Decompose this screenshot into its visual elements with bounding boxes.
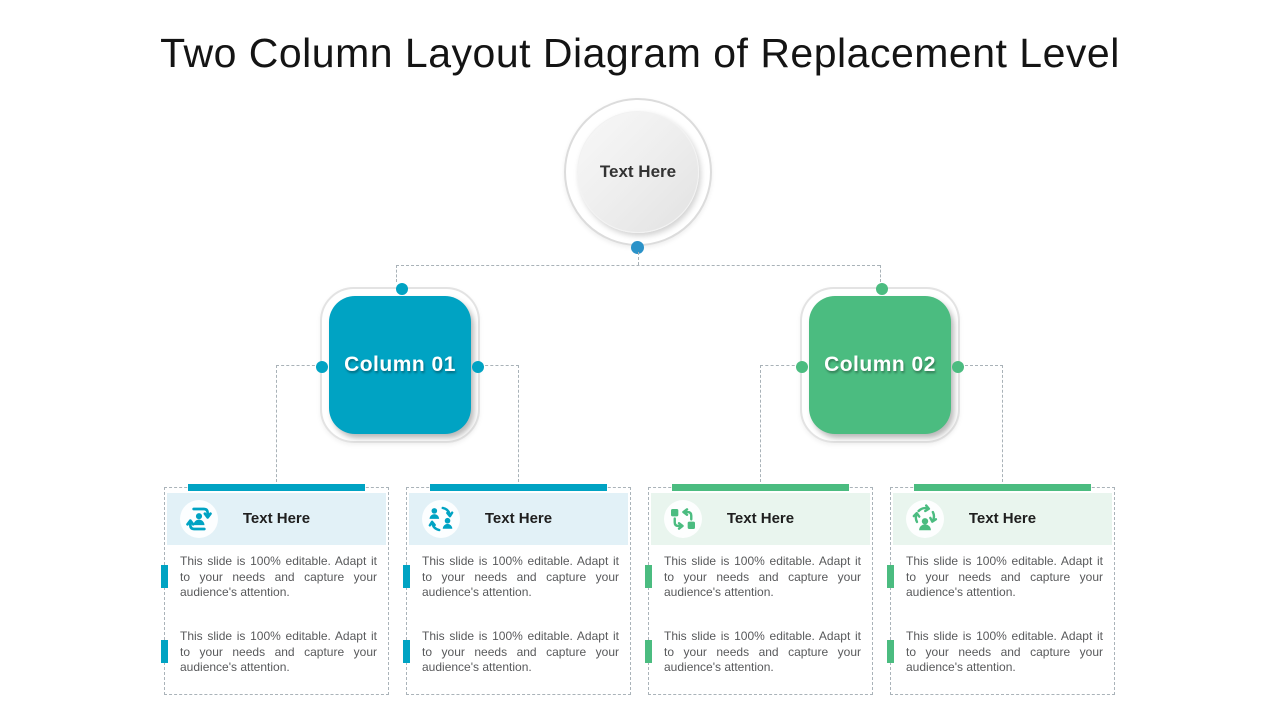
root-node: Text Here [564,98,712,246]
connector-line [960,365,1003,366]
connector-dot [316,361,328,373]
column-node-02: Column 02 [796,283,964,443]
connector-dot [396,283,408,295]
card-paragraph: This slide is 100% editable. Adapt it to… [664,629,861,674]
root-node-face: Text Here [577,111,699,233]
connector-line [760,365,761,487]
connector-line [518,365,519,487]
card-paragraph: This slide is 100% editable. Adapt it to… [422,554,619,599]
card-top-accent-bar [430,484,607,491]
connector-line [480,365,519,366]
connector-line [396,265,880,266]
card-top-accent-bar [914,484,1091,491]
paragraph-accent-bar [161,640,168,663]
info-card-1: Text Here This slide is 100% editable. A… [161,484,389,695]
person-recycle-icon [906,500,944,538]
paragraph-accent-bar [161,565,168,588]
card-top-accent-bar [672,484,849,491]
person-refresh-icon [180,500,218,538]
connector-line [760,365,800,366]
connector-dot [472,361,484,373]
column-02-shape: Column 02 [809,296,951,434]
column-02-label: Column 02 [824,353,936,376]
card-paragraph: This slide is 100% editable. Adapt it to… [906,629,1103,674]
info-card-4: Text Here This slide is 100% editable. A… [887,484,1115,695]
paragraph-accent-bar [887,640,894,663]
connector-dot [631,241,644,254]
card-title: Text Here [484,510,553,527]
page-title: Two Column Layout Diagram of Replacement… [160,30,1120,76]
connector-line [276,365,320,366]
card-header: Text Here [651,493,870,545]
card-paragraph: This slide is 100% editable. Adapt it to… [180,629,377,674]
root-node-label: Text Here [599,162,677,181]
card-title: Text Here [968,510,1037,527]
card-paragraph: This slide is 100% editable. Adapt it to… [664,554,861,599]
swap-squares-icon [664,500,702,538]
column-01-label: Column 01 [344,353,456,376]
column-node-01: Column 01 [316,283,484,443]
card-title: Text Here [726,510,795,527]
card-header: Text Here [409,493,628,545]
connector-line [1002,365,1003,487]
info-card-2: Text Here This slide is 100% editable. A… [403,484,631,695]
paragraph-accent-bar [645,565,652,588]
info-card-3: Text Here This slide is 100% editable. A… [645,484,873,695]
connector-line [396,265,397,282]
paragraph-accent-bar [887,565,894,588]
card-paragraph: This slide is 100% editable. Adapt it to… [180,554,377,599]
card-header: Text Here [167,493,386,545]
card-paragraph: This slide is 100% editable. Adapt it to… [906,554,1103,599]
column-01-shape: Column 01 [329,296,471,434]
paragraph-accent-bar [403,640,410,663]
card-top-accent-bar [188,484,365,491]
connector-dot [796,361,808,373]
card-title: Text Here [242,510,311,527]
connector-line [276,365,277,487]
connector-line [638,252,639,265]
paragraph-accent-bar [645,640,652,663]
connector-dot [952,361,964,373]
connector-dot [876,283,888,295]
card-paragraph: This slide is 100% editable. Adapt it to… [422,629,619,674]
people-exchange-icon [422,500,460,538]
card-header: Text Here [893,493,1112,545]
connector-line [880,265,881,282]
paragraph-accent-bar [403,565,410,588]
